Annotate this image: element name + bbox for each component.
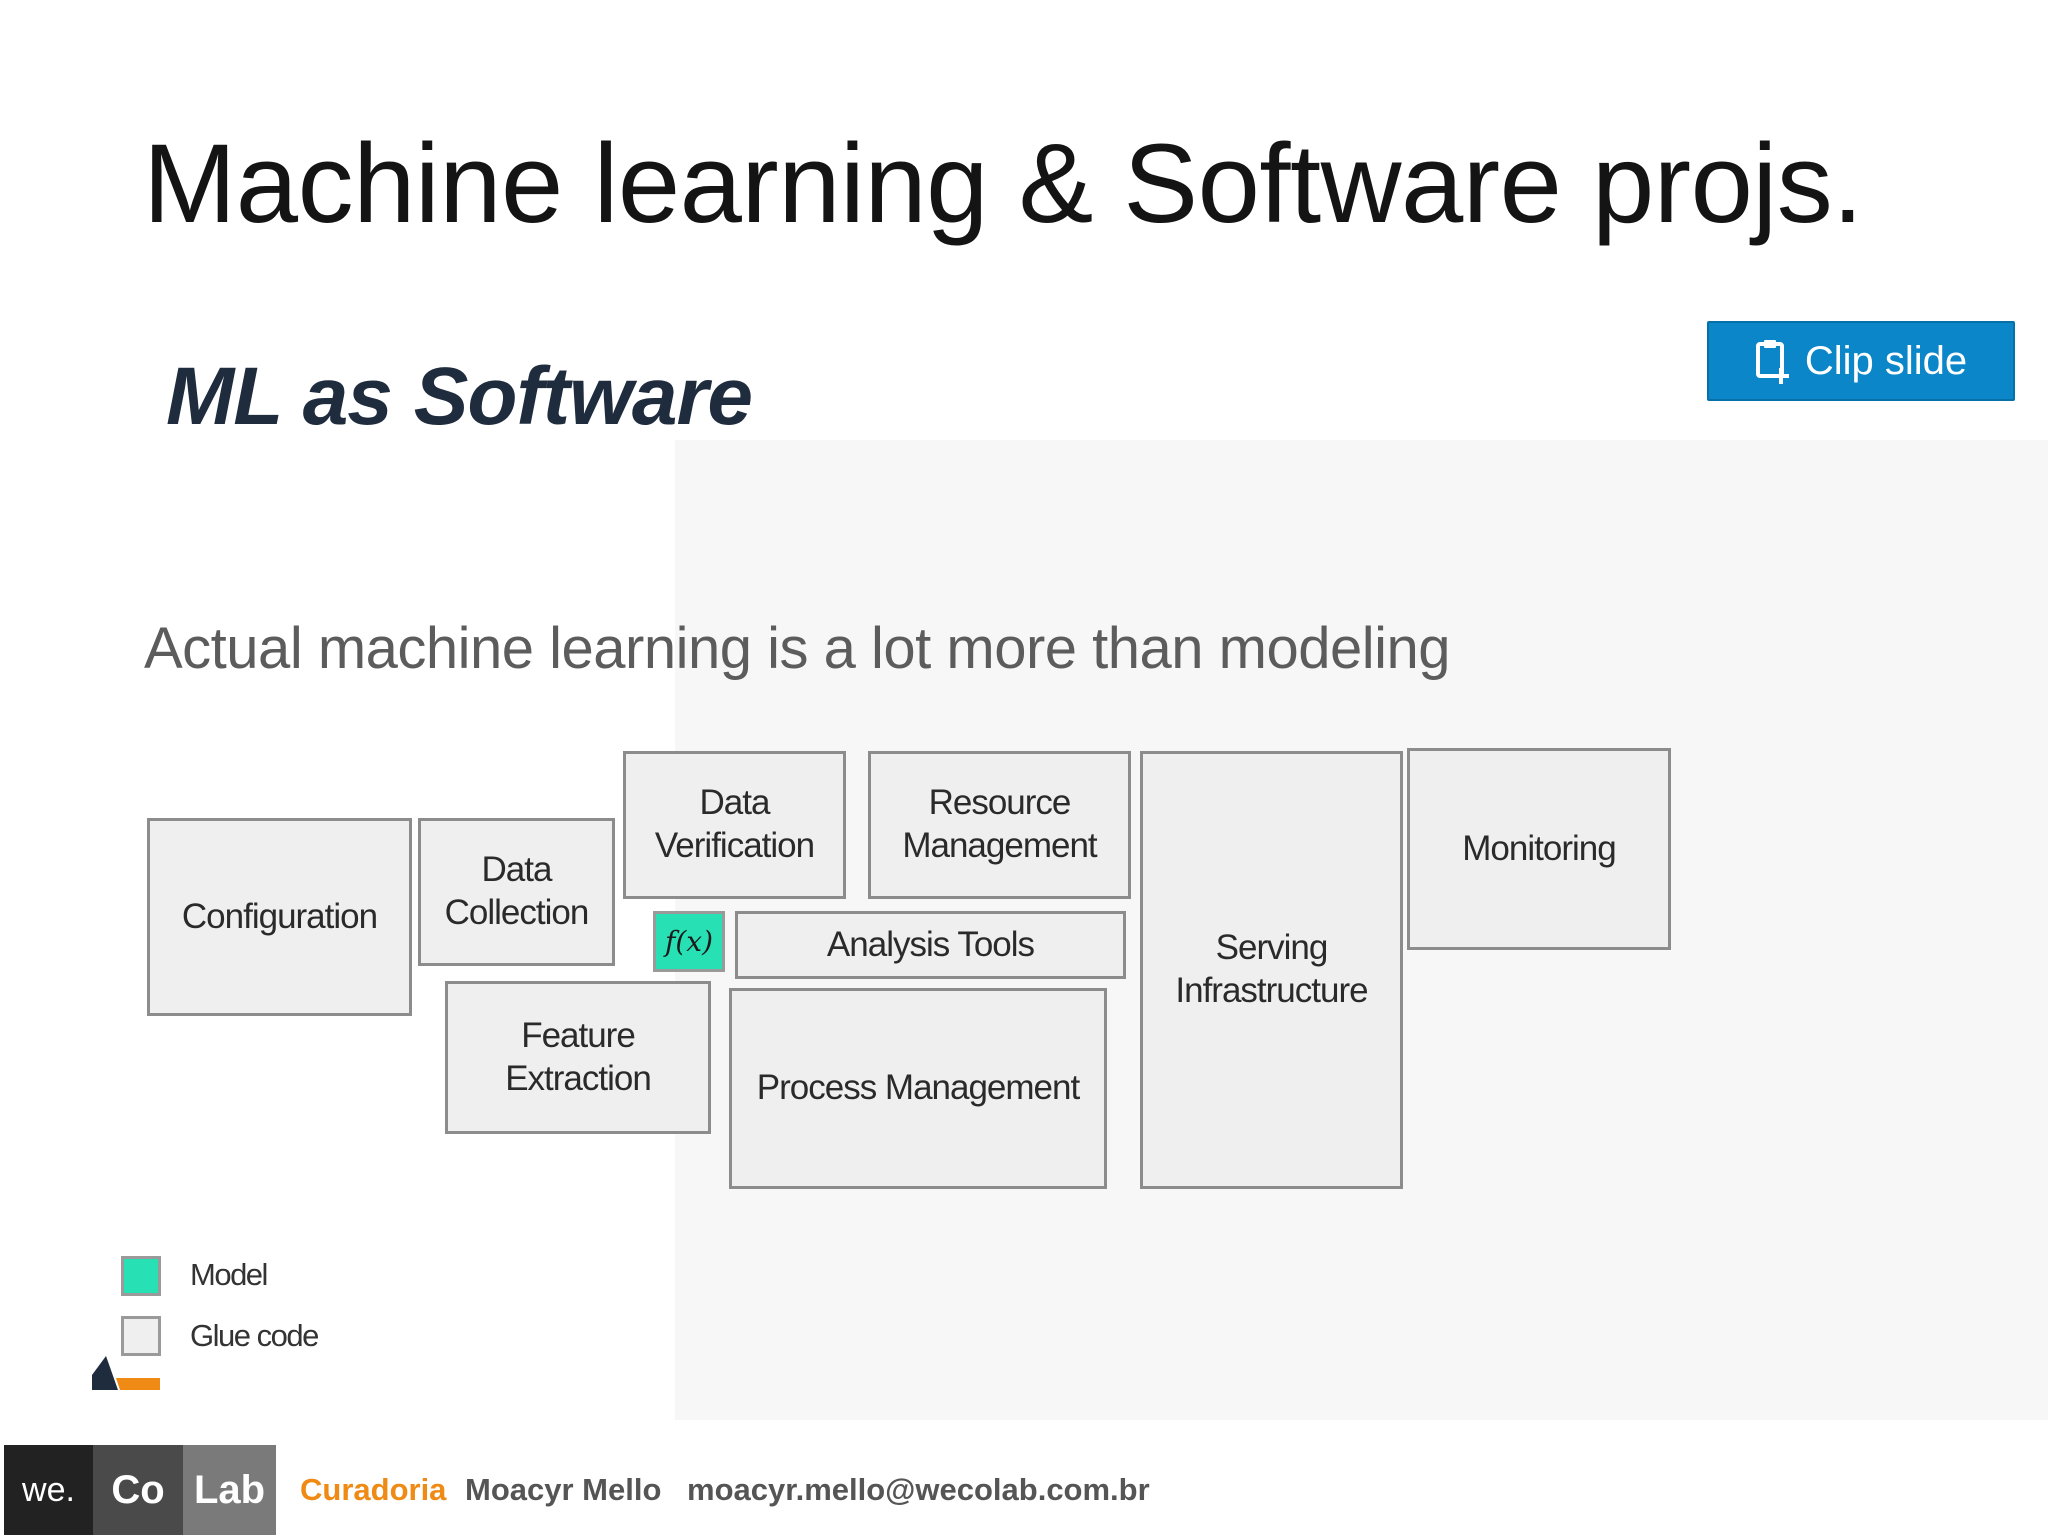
- logo-lab: Lab: [183, 1445, 276, 1535]
- legend-glue-swatch: [121, 1316, 161, 1356]
- logo-co: Co: [93, 1445, 183, 1535]
- clip-slide-label: Clip slide: [1804, 338, 1968, 383]
- process-management-label: Process Management: [756, 1068, 1080, 1108]
- serving-infrastructure-label: Serving Infrastructure: [1175, 928, 1368, 1010]
- footer-author-name: Moacyr Mello: [465, 1472, 662, 1507]
- data-collection-label: Data Collection: [444, 850, 590, 932]
- model-box: f(x): [653, 911, 725, 972]
- legend-glue-label: Glue code: [190, 1318, 319, 1353]
- resource-management-label: Resource Management: [902, 783, 1097, 865]
- slide-title: Machine learning & Software projs.: [143, 121, 1863, 246]
- analysis-tools-label: Analysis Tools: [826, 924, 1035, 964]
- legend-model-swatch: [121, 1256, 161, 1296]
- feature-extraction-box: Feature Extraction: [445, 981, 711, 1134]
- clipboard-add-icon: [1755, 338, 1791, 384]
- model-label: f(x): [664, 925, 713, 958]
- wecolab-corner-logo-icon: [92, 1350, 162, 1395]
- configuration-label: Configuration: [181, 896, 378, 936]
- monitoring-label: Monitoring: [1462, 828, 1616, 868]
- diagram-subheading: Actual machine learning is a lot more th…: [144, 616, 1451, 681]
- legend-model-label: Model: [190, 1257, 268, 1292]
- ml-as-software-heading: ML as Software: [166, 351, 753, 442]
- configuration-box: Configuration: [147, 818, 412, 1016]
- data-verification-box: Data Verification: [623, 751, 846, 899]
- resource-management-box: Resource Management: [868, 751, 1131, 899]
- data-verification-label: Data Verification: [654, 783, 815, 865]
- serving-infrastructure-box: Serving Infrastructure: [1140, 751, 1403, 1189]
- footer-curadoria: Curadoria: [300, 1472, 447, 1507]
- analysis-tools-box: Analysis Tools: [735, 911, 1126, 979]
- feature-extraction-label: Feature Extraction: [505, 1015, 652, 1098]
- footer: we. Co Lab Curadoria Moacyr Mello moacyr…: [0, 1445, 2048, 1535]
- embedded-slide-image: ML as Software Actual machine learning i…: [0, 320, 2048, 1420]
- monitoring-box: Monitoring: [1407, 748, 1671, 950]
- process-management-box: Process Management: [729, 988, 1107, 1189]
- logo-we: we.: [4, 1445, 93, 1535]
- footer-email: moacyr.mello@wecolab.com.br: [687, 1472, 1150, 1507]
- data-collection-box: Data Collection: [418, 818, 615, 966]
- clip-slide-button[interactable]: Clip slide: [1707, 321, 2015, 401]
